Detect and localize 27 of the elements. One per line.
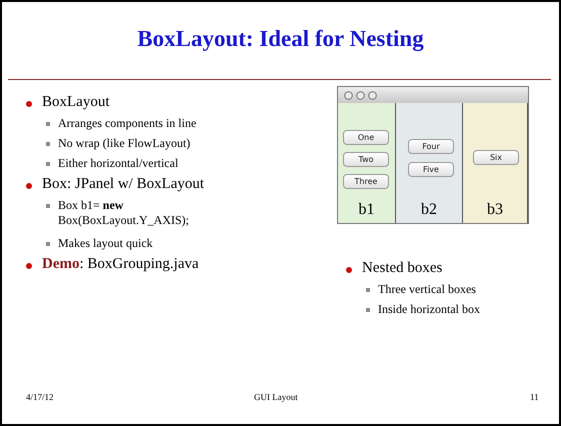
panel [396,103,463,223]
slide-title: BoxLayout: Ideal for Nesting [136,26,425,52]
footer-text: 11 [530,392,539,402]
sub-bullet-item: Either horizontal/vertical [44,156,178,171]
sub-bullet-item: Makes layout quick [44,236,153,251]
footer-text: 4/17/12 [26,392,54,402]
sub-bullet-item: Arranges components in line [44,116,196,131]
footer-text: GUI Layout [254,392,298,402]
sub-bullet-item: Box b1= new Box(BoxLayout.Y_AXIS); [44,198,228,228]
bullet-item: Nested boxes [344,260,442,277]
bullet-item: Demo: BoxGrouping.java [24,256,199,273]
sub-bullet-item: Inside horizontal box [364,302,480,317]
sub-bullet-item: Three vertical boxes [364,282,476,297]
button: Six [473,150,519,165]
button: One [343,130,389,145]
panel [463,103,528,223]
panel-label: b2 [420,201,438,219]
bullet-item: BoxLayout [24,94,110,111]
sub-bullet-item: No wrap (like FlowLayout) [44,136,190,151]
panel-label: b3 [486,201,504,219]
panel [338,103,396,223]
button: Two [343,152,389,167]
button: Four [408,139,454,154]
panel-label: b1 [358,201,376,219]
button: Three [343,174,389,189]
bullet-item: Box: JPanel w/ BoxLayout [24,176,204,193]
button: Five [408,162,454,177]
